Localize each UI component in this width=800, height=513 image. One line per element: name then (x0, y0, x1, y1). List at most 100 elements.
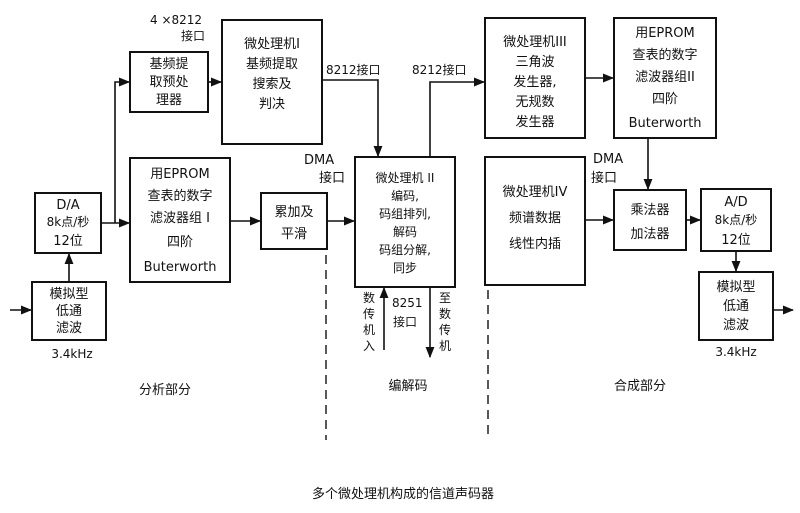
block-frame (129, 157, 231, 283)
block-text-line: 至 (439, 291, 451, 305)
block-text-line: 线性内插 (509, 236, 561, 252)
block-text-line: 12位 (53, 234, 83, 249)
block-frame (700, 188, 772, 252)
block-text-line: 查表的数字 (147, 188, 212, 204)
block-frame (484, 156, 586, 286)
arrow-da-to-preproc (114, 77, 131, 223)
block-text-line: 编码, (391, 188, 419, 203)
block-text-line: 加法器 (630, 227, 669, 242)
block-text-line: 滤波器组II (635, 70, 695, 85)
block-text-line: 取预处 (149, 75, 188, 90)
label-8212-cpu1: 8212接口 (326, 62, 381, 77)
block-text-line: 传 (439, 322, 451, 337)
block-pitch-preprocessor: 基频提 取预处 理器 (129, 51, 209, 113)
block-text-line: 乘法器 (630, 203, 669, 218)
block-text-line: 平滑 (281, 227, 307, 242)
arrow-cpu2-to-cpu3 (429, 77, 486, 157)
block-text-line: 四阶 (652, 92, 678, 107)
block-text-line: 微处理机 II (376, 171, 435, 185)
block-analog-lpf-out: 模拟型 低通 滤波 (698, 271, 774, 341)
block-text-line: 码组排列, (379, 207, 431, 221)
block-text-line: 码组分解, (379, 243, 431, 257)
label-dma-left: DMA (304, 153, 334, 168)
block-accumulate-smooth: 累加及 平滑 (260, 192, 328, 250)
block-text-line: 数 (363, 290, 375, 305)
label-data-in: 数 传 机 入 (363, 290, 375, 353)
label-dma-left-iface: 接口 (319, 170, 345, 186)
arrow-cpu1-to-cpu2 (322, 79, 383, 158)
section-labels: 分析部分 编解码 合成部分 (139, 379, 666, 398)
block-multiplier-adder: 乘法器 加法器 (613, 189, 687, 251)
block-text-line: D/A (56, 198, 79, 213)
block-text-line: 低通 (723, 299, 749, 314)
block-da-converter: D/A 8k点/秒 12位 (34, 192, 102, 254)
block-text-line: 模拟型 (716, 280, 755, 295)
block-text-line: 发生器 (515, 114, 554, 130)
block-text-line: 微处理机I (244, 37, 300, 52)
block-text-line: 微处理机III (503, 35, 567, 50)
block-text-line: 基频提取 (246, 56, 298, 72)
block-text-line: 机 (363, 323, 375, 337)
connectors (10, 73, 795, 440)
section-synthesis: 合成部分 (614, 379, 666, 394)
figure-caption: 多个微处理机构成的信道声码器 (312, 486, 494, 502)
section-codec: 编解码 (388, 379, 427, 394)
block-text-line: Buterworth (144, 260, 217, 275)
block-text-line: Buterworth (629, 116, 702, 131)
label-freq-out: 3.4kHz (715, 345, 756, 359)
label-data-out: 至 数 传 机 (439, 291, 451, 353)
block-text-line: 传 (363, 306, 375, 321)
block-text-line: 机 (439, 339, 451, 353)
block-text-line: 用EPROM (150, 167, 210, 182)
block-text-line: 查表的数字 (632, 47, 697, 63)
block-text-line: 频谱数据 (509, 211, 561, 226)
block-filter-bank-1: 用EPROM 查表的数字 滤波器组 I 四阶 Buterworth (129, 157, 231, 283)
block-text-line: 无规数 (515, 95, 554, 110)
block-text-line: 四阶 (167, 235, 193, 250)
label-8212-cpu3: 8212接口 (412, 62, 467, 77)
block-text-line: 入 (363, 339, 375, 353)
block-text-line: 数 (439, 306, 451, 321)
block-text-line: 低通 (56, 304, 82, 319)
section-analysis: 分析部分 (139, 383, 191, 398)
block-cpu1-pitch-extraction: 微处理机I 基频提取 搜索及 判决 (221, 19, 323, 145)
block-text-line: 8k点/秒 (715, 213, 758, 227)
block-text-line: 基频提 (149, 56, 188, 72)
block-frame (698, 271, 774, 341)
block-text-line: 模拟型 (49, 287, 88, 302)
block-text-line: 搜索及 (252, 77, 291, 92)
interface-labels: 4 ×8212 接口 8212接口 8212接口 DMA 接口 DMA 接口 8… (51, 13, 756, 361)
block-analog-lpf-in: 模拟型 低通 滤波 (31, 281, 107, 341)
block-text-line: A/D (724, 195, 747, 210)
block-frame (613, 17, 717, 139)
block-text-line: 微处理机IV (503, 185, 568, 200)
block-text-line: 解码 (393, 225, 417, 239)
label-freq-in: 3.4kHz (51, 347, 92, 361)
block-cpu3-generators: 微处理机III 三角波 发生器, 无规数 发生器 (484, 17, 586, 139)
label-dma-right-iface: 接口 (591, 170, 617, 186)
label-8251: 8251 (392, 296, 423, 310)
block-text-line: 滤波器组 I (150, 211, 210, 226)
block-text-line: 用EPROM (635, 26, 695, 41)
block-ad-converter: A/D 8k点/秒 12位 (700, 188, 772, 252)
block-text-line: 累加及 (274, 205, 313, 220)
block-text-line: 滤波 (56, 321, 82, 336)
label-8251-iface: 接口 (393, 314, 417, 329)
block-text-line: 滤波 (723, 318, 749, 333)
block-frame (129, 51, 209, 113)
block-analog-lpf-in-text: 模拟型 低通 滤波 (49, 287, 88, 336)
block-text-line: 同步 (393, 261, 417, 275)
label-dma-right: DMA (593, 152, 623, 167)
block-cpu4-interpolation: 微处理机IV 频谱数据 线性内插 (484, 156, 586, 286)
block-filter-bank-2: 用EPROM 查表的数字 滤波器组II 四阶 Buterworth (613, 17, 717, 139)
block-cpu2-codec: 微处理机 II 编码, 码组排列, 解码 码组分解, 同步 (354, 156, 456, 288)
block-text-line: 三角波 (515, 55, 554, 70)
label-4x8212-iface: 接口 (181, 28, 205, 43)
block-text-line: 判决 (259, 97, 285, 112)
block-frame (354, 156, 456, 288)
block-text-line: 发生器, (513, 74, 556, 90)
block-text-line: 理器 (156, 93, 182, 108)
block-text-line: 12位 (721, 233, 751, 248)
